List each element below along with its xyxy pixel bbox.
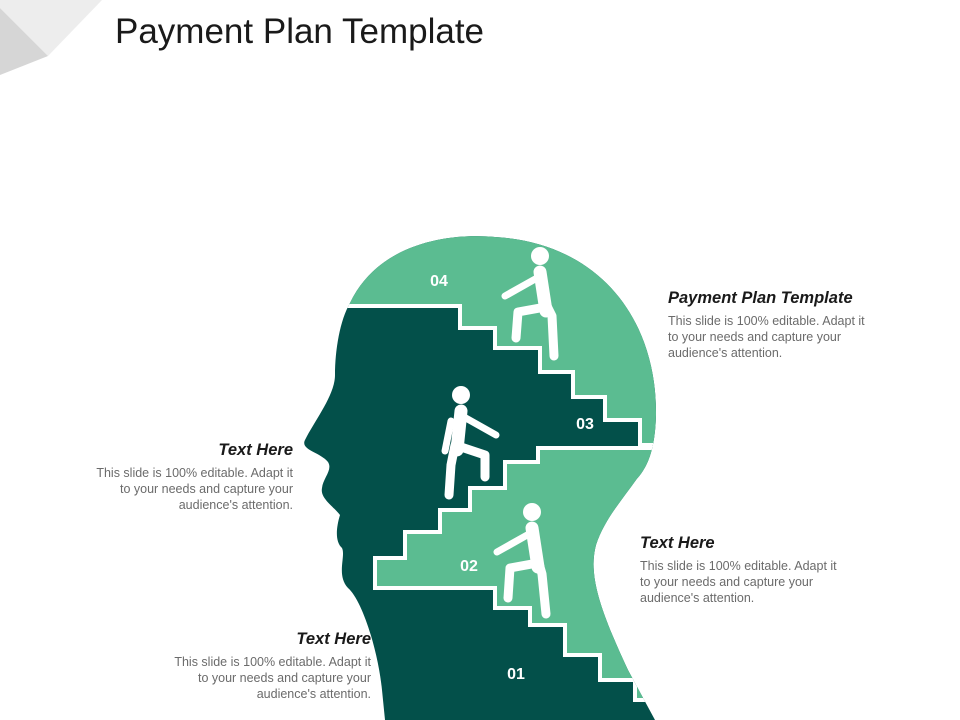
person-climbing-icon [501, 247, 559, 361]
callout-line: audience's attention. [640, 591, 755, 605]
callout-line: to your needs and capture your [640, 575, 814, 589]
callout-line: This slide is 100% editable. Adapt it [96, 466, 293, 480]
callout-line: This slide is 100% editable. Adapt it [668, 314, 865, 328]
corner-decoration [0, 0, 102, 75]
callout-line: audience's attention. [178, 498, 293, 512]
callout-line: audience's attention. [256, 687, 371, 701]
step-number-04: 04 [430, 273, 448, 290]
callout-line: to your needs and capture your [668, 330, 842, 344]
callout-heading: Text Here [296, 630, 371, 648]
callout-body: This slide is 100% editable. Adapt it to… [640, 558, 890, 606]
callout-body: This slide is 100% editable. Adapt it to… [121, 654, 371, 702]
step-number-01: 01 [507, 666, 525, 683]
person-climbing-icon [493, 503, 551, 619]
callout-payment-plan: Payment Plan Template This slide is 100%… [668, 289, 918, 361]
page-title: Payment Plan Template [115, 12, 485, 51]
callout-line: audience's attention. [668, 346, 783, 360]
callout-line: to your needs and capture your [119, 482, 293, 496]
callout-heading: Text Here [640, 534, 715, 552]
callout-line: This slide is 100% editable. Adapt it [174, 655, 371, 669]
callout-text-here-left: Text Here This slide is 100% editable. A… [43, 441, 293, 513]
callout-line: to your needs and capture your [197, 671, 371, 685]
callout-text-here-bottom: Text Here This slide is 100% editable. A… [121, 630, 371, 702]
callout-text-here-right: Text Here This slide is 100% editable. A… [640, 534, 890, 606]
step-number-02: 02 [460, 558, 478, 575]
person-climbing-icon [441, 386, 500, 500]
callout-body: This slide is 100% editable. Adapt it to… [43, 465, 293, 513]
callout-line: This slide is 100% editable. Adapt it [640, 559, 837, 573]
callout-heading: Payment Plan Template [668, 289, 853, 307]
callout-heading: Text Here [218, 441, 293, 459]
callout-body: This slide is 100% editable. Adapt it to… [668, 313, 918, 361]
step-number-03: 03 [576, 416, 594, 433]
